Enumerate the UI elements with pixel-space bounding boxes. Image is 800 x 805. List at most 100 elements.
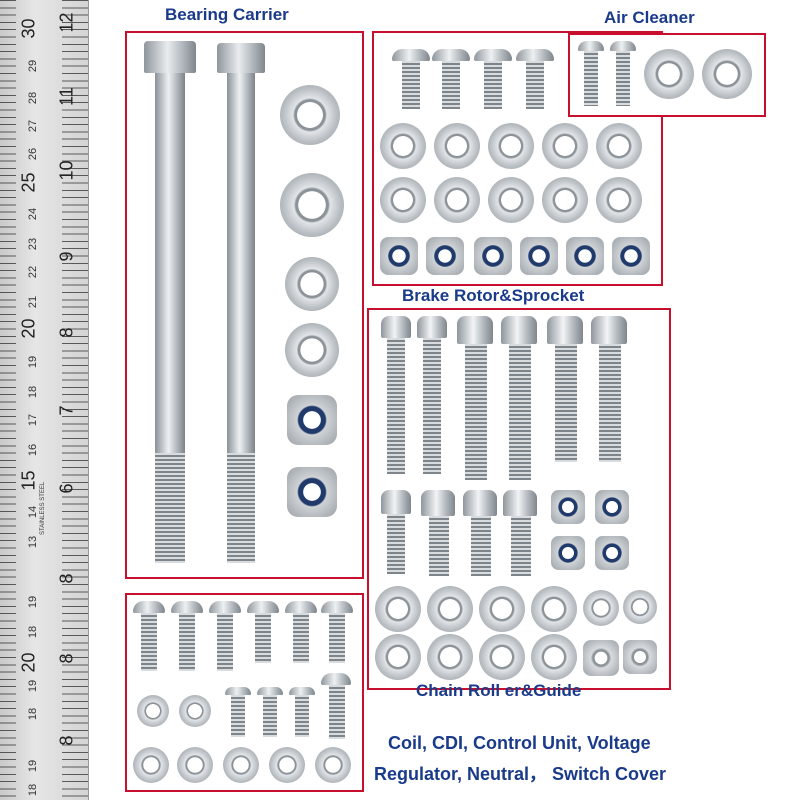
flat-washer-icon bbox=[133, 747, 169, 783]
ruler-number-small: 27 bbox=[27, 119, 39, 133]
nylon-lock-nut-icon bbox=[595, 490, 629, 524]
ruler-number: 20 bbox=[18, 318, 39, 339]
label-air-cleaner: Air Cleaner bbox=[604, 8, 695, 27]
ruler-number: 6 bbox=[56, 483, 77, 494]
bolt-thread bbox=[387, 338, 405, 474]
socket-head-bolt-icon bbox=[547, 316, 583, 344]
bolt-thread bbox=[423, 338, 441, 474]
hex-bolt-icon bbox=[474, 49, 512, 61]
bolt-shank bbox=[227, 73, 255, 453]
ruler-number: 7 bbox=[56, 405, 77, 416]
nylon-lock-nut-icon bbox=[474, 237, 512, 275]
caption-coil-cdi-line2: Regulator, Neutral， Switch Cover bbox=[374, 764, 667, 784]
flat-washer-icon bbox=[380, 177, 426, 223]
bolt-thread bbox=[555, 344, 577, 462]
bolt-thread bbox=[231, 695, 245, 737]
flat-washer-icon bbox=[479, 634, 525, 680]
nylon-lock-nut-icon bbox=[595, 536, 629, 570]
ruler-number: 8 bbox=[56, 735, 77, 746]
group-coil-cdi bbox=[125, 593, 364, 792]
ruler-number: 15 bbox=[18, 470, 39, 491]
ruler-number-small: 28 bbox=[27, 91, 39, 105]
flat-washer-icon bbox=[269, 747, 305, 783]
ruler: 30 25 20 15 20 12 11 10 9 8 7 6 8 8 8 29… bbox=[0, 0, 89, 800]
flat-washer-icon bbox=[285, 323, 339, 377]
bolt-thread bbox=[599, 344, 621, 462]
hex-bolt-icon bbox=[133, 601, 165, 613]
bolt-thread bbox=[442, 61, 460, 109]
flat-washer-icon bbox=[531, 586, 577, 632]
countersunk-screw-icon bbox=[257, 687, 283, 695]
hex-bolt-icon bbox=[217, 43, 265, 73]
bolt-thread bbox=[179, 613, 195, 671]
hex-bolt-icon bbox=[516, 49, 554, 61]
bolt-thread bbox=[141, 613, 157, 671]
flat-washer-icon bbox=[488, 123, 534, 169]
bolt-thread bbox=[217, 613, 233, 671]
flat-washer-icon bbox=[427, 586, 473, 632]
bolt-thread bbox=[484, 61, 502, 109]
flat-washer-icon bbox=[479, 586, 525, 632]
ruler-number: 8 bbox=[56, 653, 77, 664]
socket-head-bolt-icon bbox=[591, 316, 627, 344]
hex-bolt-icon bbox=[392, 49, 430, 61]
hex-bolt-icon bbox=[321, 601, 353, 613]
nylon-lock-nut-icon bbox=[551, 490, 585, 524]
hex-bolt-icon bbox=[209, 601, 241, 613]
bolt-thread bbox=[471, 516, 491, 576]
bolt-thread bbox=[387, 514, 405, 574]
ruler-number-small: 26 bbox=[27, 147, 39, 161]
bolt-thread bbox=[263, 695, 277, 737]
ruler-number-small: 17 bbox=[27, 413, 39, 427]
ruler-brand: STAINLESS STEEL bbox=[40, 481, 46, 535]
hex-bolt-icon bbox=[432, 49, 470, 61]
hex-bolt-icon bbox=[321, 673, 351, 685]
label-chain-roller-guide: Chain Roll er&Guide bbox=[416, 681, 582, 700]
socket-head-bolt-icon bbox=[417, 316, 447, 338]
hex-bolt-icon bbox=[247, 601, 279, 613]
flat-washer-icon bbox=[177, 747, 213, 783]
flat-washer-icon bbox=[223, 747, 259, 783]
flat-washer-icon bbox=[285, 257, 339, 311]
flat-washer-icon bbox=[434, 177, 480, 223]
flat-washer-icon bbox=[280, 85, 340, 145]
ruler-number-small: 29 bbox=[27, 59, 39, 73]
nylon-lock-nut-icon bbox=[566, 237, 604, 275]
flat-washer-icon bbox=[137, 695, 169, 727]
flat-washer-icon bbox=[542, 123, 588, 169]
ruler-number: 25 bbox=[18, 172, 39, 193]
ruler-ticks-right bbox=[62, 0, 88, 800]
hex-nut-icon bbox=[623, 640, 657, 674]
caption-coil-cdi-line1: Coil, CDI, Control Unit, Voltage bbox=[388, 733, 651, 753]
flat-washer-icon bbox=[375, 586, 421, 632]
hex-nut-icon bbox=[583, 640, 619, 676]
flat-washer-icon bbox=[179, 695, 211, 727]
bolt-thread bbox=[329, 613, 345, 663]
ruler-number-small: 16 bbox=[27, 443, 39, 457]
bolt-thread bbox=[616, 51, 630, 106]
nylon-lock-nut-icon bbox=[520, 237, 558, 275]
ruler-number-small: 21 bbox=[27, 295, 39, 309]
nylon-lock-nut-icon bbox=[551, 536, 585, 570]
label-brake-rotor-sprocket: Brake Rotor&Sprocket bbox=[402, 286, 585, 305]
ruler-number-small: 19 bbox=[27, 355, 39, 369]
flat-washer-icon bbox=[583, 590, 619, 626]
ruler-number: 11 bbox=[56, 87, 77, 106]
ruler-number-small: 18 bbox=[27, 385, 39, 399]
ruler-number-small: 24 bbox=[27, 207, 39, 221]
ruler-number: 10 bbox=[56, 160, 77, 181]
flat-washer-icon bbox=[623, 590, 657, 624]
nylon-lock-nut-icon bbox=[287, 395, 337, 445]
group-upper-middle bbox=[372, 31, 663, 286]
hex-bolt-icon bbox=[578, 41, 604, 51]
ruler-number-small: 22 bbox=[27, 265, 39, 279]
ruler-number: 9 bbox=[56, 251, 77, 262]
countersunk-screw-icon bbox=[289, 687, 315, 695]
ruler-number-small: 18 bbox=[27, 783, 39, 797]
socket-head-bolt-icon bbox=[501, 316, 537, 344]
group-brake-rotor-chain-roller bbox=[367, 308, 671, 690]
flat-washer-icon bbox=[702, 49, 752, 99]
socket-head-bolt-icon bbox=[421, 490, 455, 516]
flat-washer-icon bbox=[280, 173, 344, 237]
ruler-number: 12 bbox=[56, 12, 77, 33]
